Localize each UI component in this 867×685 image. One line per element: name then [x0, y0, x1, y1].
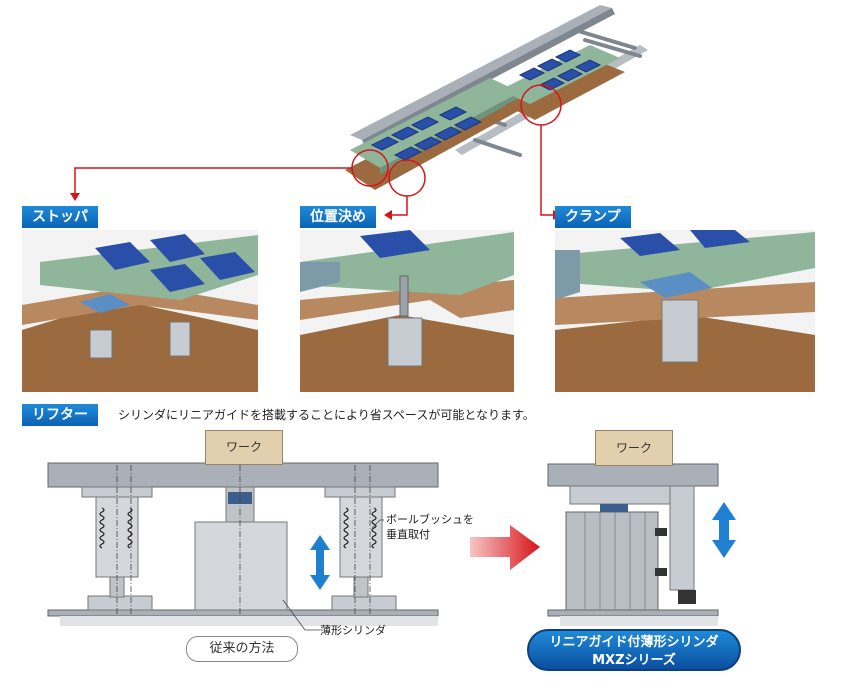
positioning-tag: 位置決め [300, 206, 376, 228]
thin-cylinder-label: 薄形シリンダ [320, 624, 386, 637]
updown-arrow-icon [310, 502, 736, 590]
ball-bush-label-line2: 垂直取付 [386, 528, 430, 541]
mxz-product-badge: リニアガイド付薄形シリンダ MXZシリーズ [527, 629, 741, 671]
clamp-detail-image [555, 230, 815, 392]
ball-bush-label: ボールブッシュを 垂直取付 [386, 512, 474, 542]
clamp-tag: クランプ [555, 206, 631, 228]
stopper-tag: ストッパ [22, 206, 98, 228]
ball-bush-label-line1: ボールブッシュを [386, 513, 474, 526]
red-arrow-icon [470, 525, 540, 570]
ball-bush-springs [99, 507, 377, 549]
lifter-tag: リフター [22, 404, 98, 426]
work-box-left: ワーク [205, 430, 283, 465]
lifter-description: シリンダにリニアガイドを搭載することにより省スペースが可能となります。 [118, 408, 535, 422]
conventional-method-label: 従来の方法 [186, 636, 298, 662]
conventional-lifter-diagram [47, 462, 439, 626]
mxz-lifter-diagram [547, 463, 719, 626]
work-box-right: ワーク [595, 430, 673, 466]
chips-right [518, 49, 602, 91]
mxz-product-line1: リニアガイド付薄形シリンダ [549, 635, 719, 650]
mxz-product-line2: MXZシリーズ [592, 653, 676, 668]
callout-leaders [74, 125, 555, 216]
stopper-detail-image [22, 230, 258, 392]
positioning-detail-image [300, 230, 514, 392]
chips-left [370, 106, 483, 161]
label-leaders [282, 519, 384, 631]
